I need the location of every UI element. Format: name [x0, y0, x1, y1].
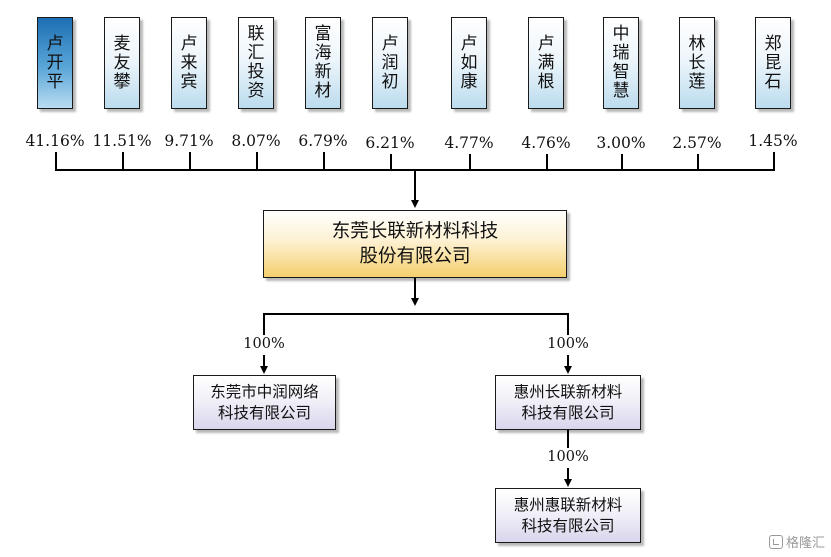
connector-line	[567, 468, 569, 480]
arrow-down-icon	[410, 200, 419, 208]
shareholder-box: 联汇投资	[238, 17, 274, 109]
connector-line	[567, 313, 569, 335]
company-name-line2: 科技有限公司	[217, 403, 311, 422]
connector-line	[414, 278, 416, 300]
arrow-down-icon	[259, 366, 268, 374]
connector-line	[122, 152, 124, 170]
shareholding-pct: 1.45%	[748, 132, 798, 150]
watermark-text: 格隆汇	[785, 536, 825, 551]
shareholder-name: 联汇投资	[247, 24, 265, 101]
ownership-pct: 100%	[547, 449, 589, 465]
shareholder-box: 中瑞智慧	[603, 17, 639, 109]
arrow-down-icon	[563, 479, 572, 487]
shareholding-pct: 8.07%	[231, 132, 281, 150]
company-name-line1: 惠州长联新材料	[513, 382, 623, 401]
connector-line	[567, 355, 569, 367]
connector-line	[263, 355, 265, 367]
shareholding-pct: 11.51%	[92, 132, 152, 150]
shareholder-name: 卢来宾	[180, 33, 198, 92]
arrow-down-icon	[563, 366, 572, 374]
gelonghui-logo-icon	[768, 534, 783, 549]
shareholder-box: 卢来宾	[171, 17, 207, 109]
connector-line	[773, 152, 775, 170]
arrow-down-icon	[410, 298, 419, 306]
shareholder-box: 郑昆石	[755, 17, 791, 109]
shareholder-name: 卢满根	[537, 33, 555, 92]
shareholding-pct: 6.79%	[298, 132, 348, 150]
shareholder-box: 卢润初	[372, 17, 408, 109]
main-company-box: 东莞长联新材料科技 股份有限公司	[263, 210, 567, 278]
ownership-pct: 100%	[547, 336, 589, 352]
shareholding-pct: 41.16%	[25, 132, 85, 150]
connector-line	[55, 152, 57, 170]
company-name-line1: 惠州惠联新材料	[513, 495, 623, 514]
company-name-line2: 科技有限公司	[521, 403, 615, 422]
company-name-line1: 东莞市中润网络	[210, 382, 319, 401]
connector-line	[414, 170, 416, 200]
connector-line	[546, 154, 548, 170]
shareholder-name: 卢开平	[46, 33, 64, 92]
watermark: 格隆汇	[768, 532, 825, 551]
shareholding-pct: 3.00%	[596, 134, 646, 152]
shareholder-box: 林长莲	[679, 17, 715, 109]
shareholding-pct: 9.71%	[164, 132, 214, 150]
connector-line	[567, 430, 569, 448]
company-name-line1: 东莞长联新材料科技	[331, 221, 499, 242]
shareholder-box: 卢满根	[528, 17, 564, 109]
connector-line	[621, 154, 623, 170]
shareholder-box: 卢如康	[451, 17, 487, 109]
connector-line	[256, 152, 258, 170]
subsidiary-box: 东莞市中润网络 科技有限公司	[193, 375, 336, 430]
shareholder-name: 卢润初	[381, 33, 399, 92]
connector-line	[697, 154, 699, 170]
subsidiary-box: 惠州长联新材料 科技有限公司	[495, 375, 641, 430]
shareholder-box: 卢开平	[37, 17, 73, 109]
shareholder-name: 中瑞智慧	[612, 24, 630, 101]
shareholding-pct: 4.77%	[444, 134, 494, 152]
shareholder-name: 林长莲	[688, 33, 706, 92]
shareholder-name: 卢如康	[460, 33, 478, 92]
company-name-line2: 股份有限公司	[359, 246, 471, 267]
shareholder-name: 富海新材	[314, 24, 332, 101]
shareholder-box: 麦友攀	[104, 17, 140, 109]
shareholding-pct: 2.57%	[672, 134, 722, 152]
shareholder-name: 麦友攀	[113, 33, 131, 92]
shareholder-name: 郑昆石	[764, 33, 782, 92]
connector-line	[263, 313, 265, 335]
connector-line	[323, 152, 325, 170]
ownership-pct: 100%	[243, 336, 285, 352]
company-name-line2: 科技有限公司	[521, 516, 615, 535]
shareholder-box: 富海新材	[305, 17, 341, 109]
shareholding-pct: 6.21%	[365, 134, 415, 152]
connector-line	[469, 154, 471, 170]
subsidiary-box: 惠州惠联新材料 科技有限公司	[495, 488, 641, 543]
shareholding-pct: 4.76%	[521, 134, 571, 152]
connector-line	[390, 154, 392, 170]
connector-line	[189, 152, 191, 170]
connector-bus	[263, 313, 569, 315]
